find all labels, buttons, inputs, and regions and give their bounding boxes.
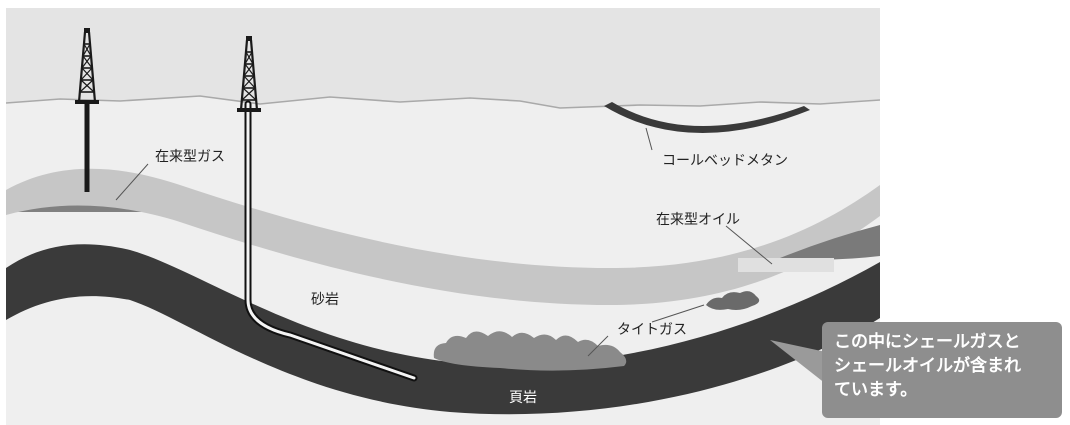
coalbed-methane-lens (604, 102, 810, 134)
sandstone-band (6, 168, 880, 305)
label-conventional-gas: 在来型ガス (155, 149, 225, 165)
label-conventional-oil: 在来型オイル (656, 212, 740, 228)
leader-conventional-gas (115, 163, 149, 201)
shale-band (6, 244, 880, 415)
tight-gas-pocket (706, 291, 760, 310)
callout-line: ています。 (834, 380, 918, 400)
leader-coalbed-methane (645, 127, 653, 151)
oil-trap-highlight (738, 258, 834, 272)
callout-line: シェールオイルが含まれ (834, 356, 1021, 376)
label-tight-gas: タイトガス (617, 322, 687, 338)
label-sandstone: 砂岩 (311, 292, 339, 308)
callout-line: この中にシェールガスと (834, 332, 1021, 352)
leader-conventional-oil (725, 225, 773, 265)
shale-callout-box: この中にシェールガスと シェールオイルが含まれ ています。 (822, 322, 1062, 418)
tight-gas-deposit (433, 331, 627, 371)
leader-tight-gas-2 (587, 335, 609, 357)
horizontal-well-bore (246, 102, 416, 380)
label-coalbed-methane: コールベッドメタン (662, 153, 788, 169)
leader-tight-gas (651, 304, 705, 323)
ground-surface-line (6, 95, 880, 109)
label-shale: 頁岩 (509, 390, 537, 406)
callout-pointer (770, 340, 826, 384)
conventional-oil-reservoir (780, 225, 880, 260)
